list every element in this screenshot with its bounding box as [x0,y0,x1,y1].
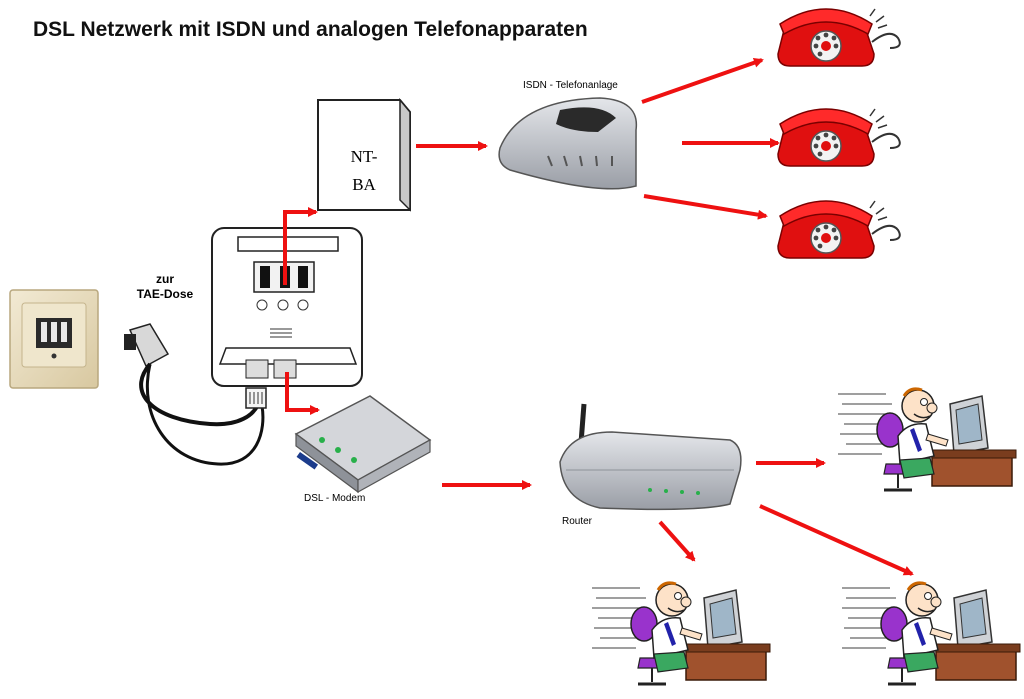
isdn-pbx-icon [498,97,638,190]
dsl-modem-label: DSL - Modem [304,493,366,504]
arrow-pbx-to-phone-3 [643,194,768,220]
arrow-pbx-to-phone-1 [641,57,764,104]
arrow-router-to-pc-3 [759,504,914,576]
ntba-label: NT- BA [350,147,378,194]
telephone-icon [777,8,901,67]
router-label: Router [562,516,593,527]
telephone-icon [777,108,901,167]
diagram-title: DSL Netzwerk mit ISDN und analogen Telef… [33,18,588,41]
computer-user-icon [840,581,1022,686]
arrow-router-to-pc-2 [658,520,696,562]
arrow-splitter-to-ntba [283,207,318,285]
tae-label: zur TAE-Dose [136,272,194,301]
arrow-splitter-to-modem [285,372,320,415]
dsl-modem-icon [294,395,432,494]
computer-user-icon [836,387,1018,492]
computer-user-icon [590,581,772,686]
router-icon [559,403,742,511]
telephone-icon [777,200,901,259]
ntba-box-icon [317,97,411,212]
isdn-label: ISDN - Telefonanlage [523,80,618,91]
connection-arrows [283,57,914,576]
wall-socket-icon [9,289,99,389]
